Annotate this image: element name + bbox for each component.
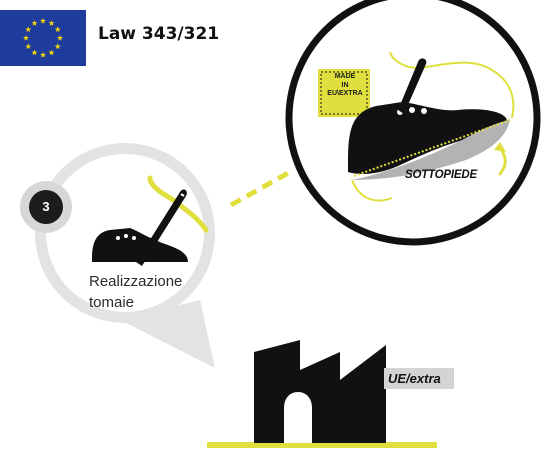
star-icon <box>31 20 38 26</box>
star-icon <box>22 34 30 41</box>
star-icon <box>25 26 32 33</box>
star-icon <box>48 49 55 56</box>
shoe-detail-icon <box>348 51 515 202</box>
step-label: Realizzazione tomaie <box>89 271 209 313</box>
made-in-line2: IN <box>341 81 349 89</box>
star-icon <box>48 20 55 26</box>
made-in-stamp <box>318 69 370 117</box>
flag-stars <box>22 17 64 58</box>
page-title: Law 343/321 <box>98 24 220 44</box>
factory-icon <box>207 340 437 448</box>
origin-tag: UE/extra <box>384 368 454 389</box>
connector-line <box>229 169 292 208</box>
star-icon <box>31 49 38 56</box>
star-icon <box>54 43 61 50</box>
made-in-line3: EU\EXTRA <box>327 90 363 97</box>
shoe-upper-icon <box>92 175 209 266</box>
star-icon <box>39 17 47 24</box>
step-badge <box>20 181 72 233</box>
star-icon <box>25 43 32 50</box>
star-icon <box>54 26 61 33</box>
eu-flag <box>0 10 86 66</box>
step-label-line2: tomaie <box>89 294 135 311</box>
star-icon <box>56 34 64 41</box>
insole-label: SOTTOPIEDE <box>405 169 477 181</box>
made-in-line1: MADE <box>334 73 356 80</box>
step-number: 3 <box>42 199 50 214</box>
step-label-line1: Realizzazione <box>89 273 183 290</box>
star-icon <box>39 51 47 58</box>
made-in-label: MADE IN EU\EXTRA <box>322 73 368 99</box>
